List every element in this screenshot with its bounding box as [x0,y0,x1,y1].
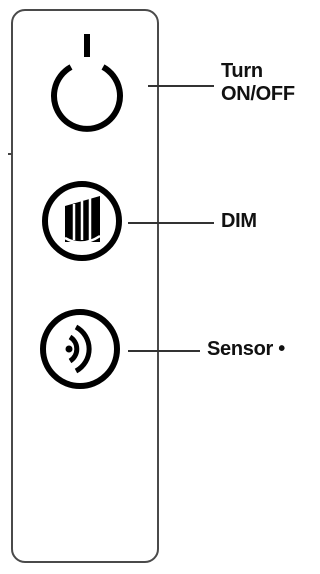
power-icon[interactable] [32,30,142,140]
side-tick-mark [8,153,12,155]
sensor-leader-line [128,350,200,352]
dim-label: DIM [221,210,257,232]
dim-leader-line [128,222,214,224]
sensor-icon[interactable] [36,303,126,393]
remote-control-body [11,9,159,563]
power-leader-line [148,85,214,87]
dim-icon[interactable] [37,176,127,266]
power-label: Turn ON/OFF [221,60,295,105]
sensor-label: Sensor • [207,338,285,360]
